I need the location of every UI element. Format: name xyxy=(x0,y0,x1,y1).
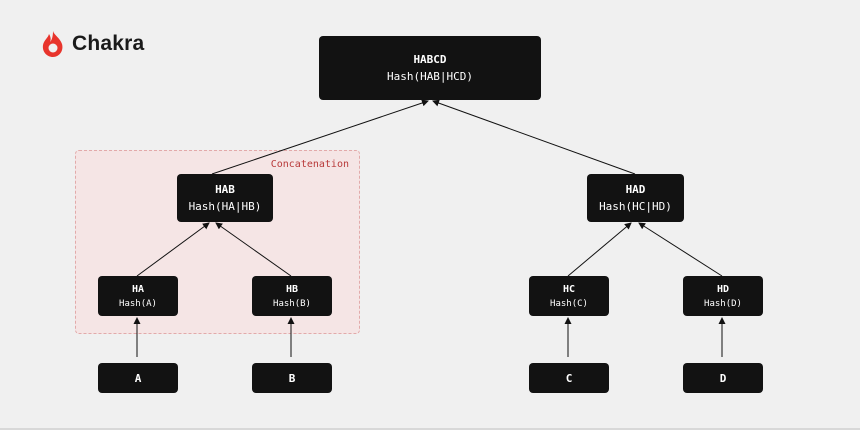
node-hd: HD Hash(D) xyxy=(683,276,763,316)
node-title: HD xyxy=(716,283,730,295)
node-title: HABCD xyxy=(413,53,447,66)
node-ha: HA Hash(A) xyxy=(98,276,178,316)
node-title: HC xyxy=(562,283,576,295)
node-subtitle: Hash(HAB|HCD) xyxy=(386,70,474,83)
group-label: Concatenation xyxy=(270,159,349,170)
node-hb: HB Hash(B) xyxy=(252,276,332,316)
leaf-b: B xyxy=(252,363,332,393)
edge-had-habcd xyxy=(432,99,636,175)
leaf-d: D xyxy=(683,363,763,393)
node-habcd: HABCD Hash(HAB|HCD) xyxy=(319,36,541,100)
edge-hb-hab xyxy=(215,222,292,277)
edge-hd-had xyxy=(638,222,723,277)
chakra-flame-icon xyxy=(42,31,63,57)
edge-ha-hab xyxy=(136,222,210,277)
node-hab: HAB Hash(HA|HB) xyxy=(177,174,273,222)
node-subtitle: Hash(D) xyxy=(704,298,742,309)
node-subtitle: Hash(C) xyxy=(550,298,588,309)
bottom-divider xyxy=(0,428,860,430)
chakra-logo: Chakra xyxy=(40,30,144,58)
edge-hc-had xyxy=(567,222,632,277)
leaf-label: A xyxy=(134,371,142,385)
leaf-label: B xyxy=(288,371,296,385)
node-title: HAB xyxy=(215,183,235,196)
node-subtitle: Hash(A) xyxy=(119,298,157,309)
edge-hab-habcd xyxy=(211,99,429,175)
leaf-label: D xyxy=(719,371,727,385)
leaf-c: C xyxy=(529,363,609,393)
leaf-a: A xyxy=(98,363,178,393)
node-hc: HC Hash(C) xyxy=(529,276,609,316)
node-had: HAD Hash(HC|HD) xyxy=(587,174,684,222)
node-subtitle: Hash(HA|HB) xyxy=(188,200,262,213)
node-title: HAD xyxy=(625,183,646,196)
leaf-label: C xyxy=(565,371,573,385)
node-title: HB xyxy=(285,283,299,295)
node-subtitle: Hash(B) xyxy=(273,298,311,309)
logo-text: Chakra xyxy=(72,32,145,55)
node-subtitle: Hash(HC|HD) xyxy=(599,200,672,213)
node-title: HA xyxy=(131,283,145,295)
